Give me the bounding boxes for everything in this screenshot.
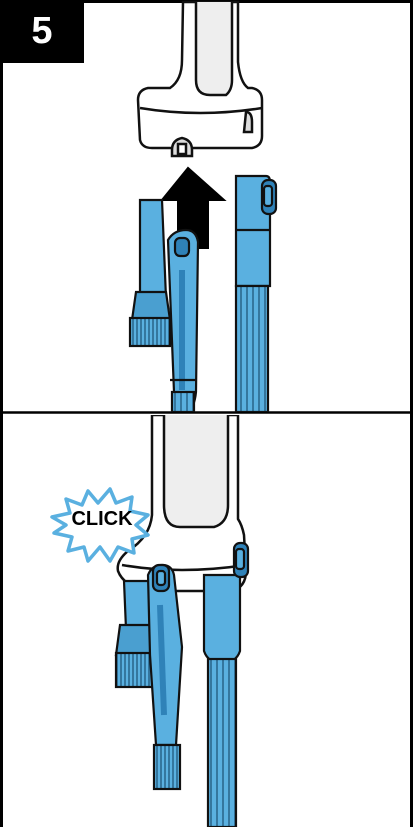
main-tube-attached <box>202 541 250 827</box>
top-panel-illustration <box>128 0 278 412</box>
extension-tube-middle <box>166 228 200 412</box>
step-number: 5 <box>31 10 53 52</box>
main-tube-right <box>234 174 278 412</box>
vacuum-handle-top <box>136 0 264 158</box>
starburst-icon <box>50 487 150 563</box>
vacuum-handle-bottom <box>116 415 248 593</box>
crevice-tool-attached <box>146 563 184 791</box>
brush-accessory-attached <box>114 579 158 689</box>
step-number-badge: 5 <box>0 0 84 63</box>
bottom-panel-illustration <box>50 415 250 827</box>
click-callout-text: CLICK <box>71 508 133 530</box>
brush-accessory <box>128 198 172 348</box>
